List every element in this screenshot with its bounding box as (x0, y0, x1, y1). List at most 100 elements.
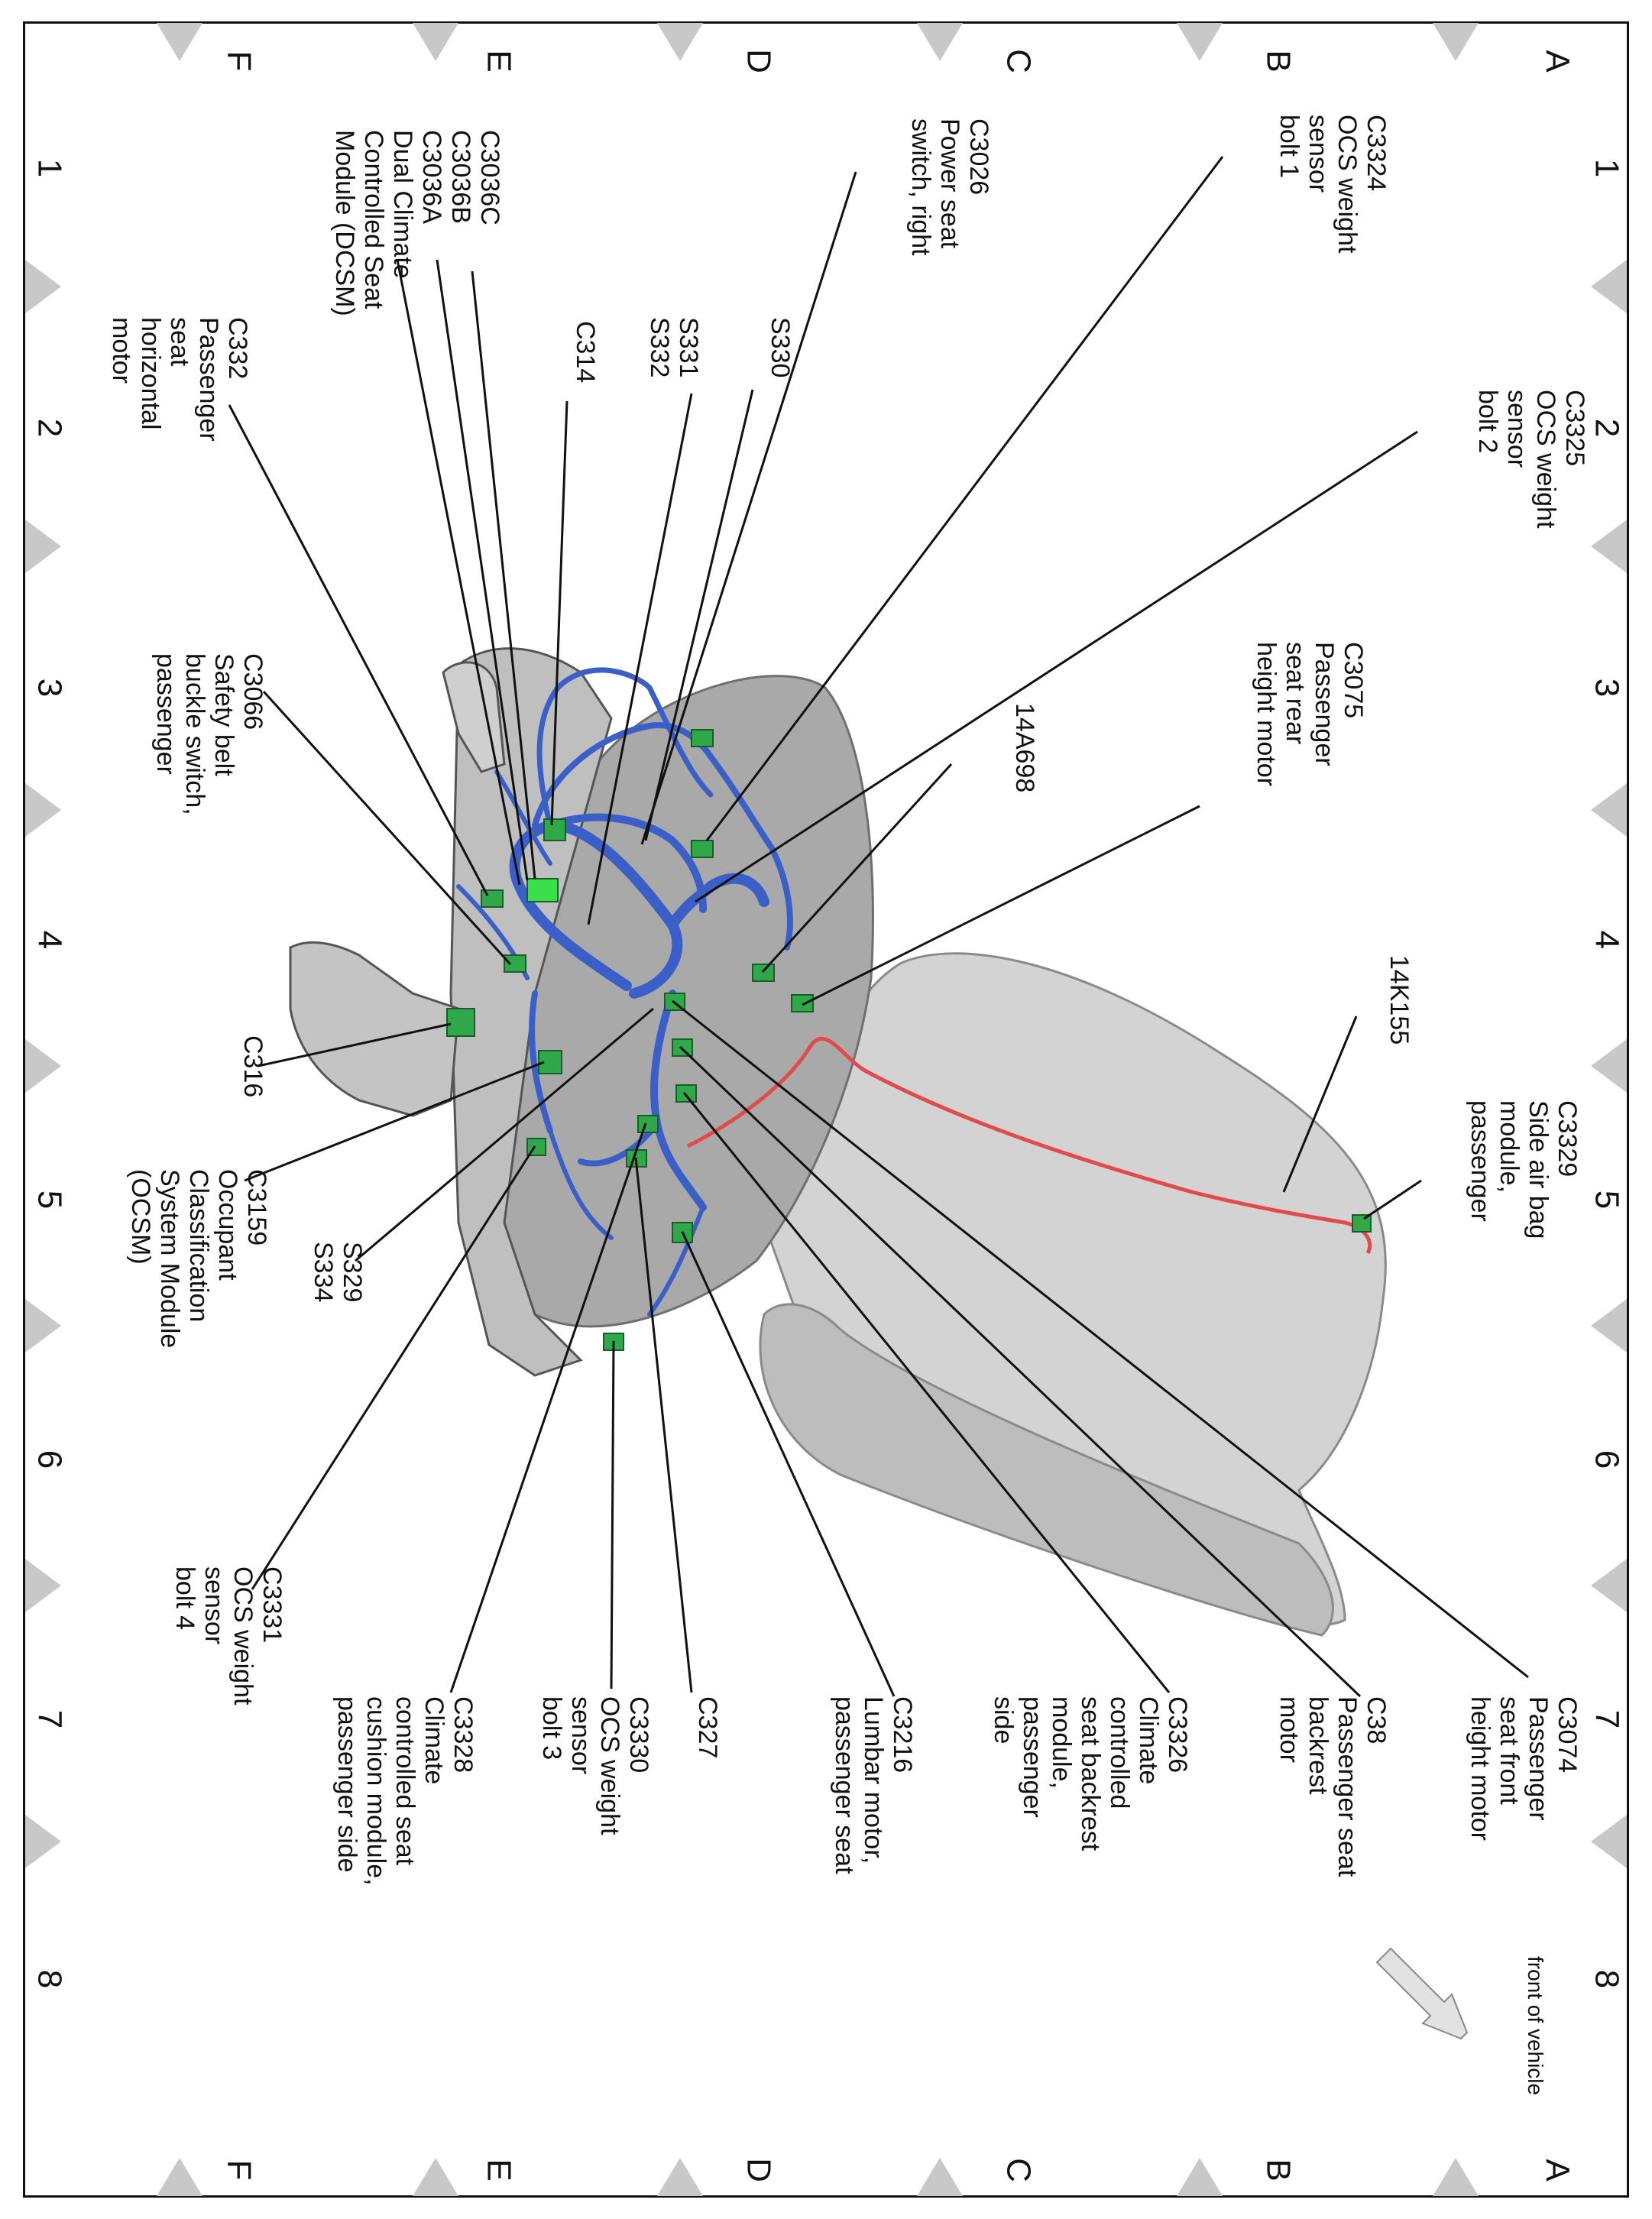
callout-line: C3324 (1362, 115, 1391, 191)
connector-c3036 (526, 878, 559, 902)
seat-frame-rail (289, 941, 460, 1117)
grid-row-label: B (1259, 50, 1297, 72)
grid-tick-right (1591, 1559, 1627, 1612)
grid-col-label: 7 (1588, 1710, 1625, 1728)
grid-row-label: A (1538, 2159, 1576, 2182)
seat-illustration (289, 647, 1387, 1637)
leader-c314 (550, 400, 568, 826)
callout-line: Passenger (194, 317, 223, 442)
callout-line: sensor (566, 1696, 595, 1774)
callout-line: C327 (693, 1696, 722, 1758)
callout-line: C3036B (446, 130, 475, 224)
callout-c327: C327 (693, 1696, 722, 1758)
callout-line: C3326 (1163, 1696, 1192, 1773)
leader-c3036b (436, 259, 529, 881)
leader-c3074 (672, 999, 1529, 1679)
grid-row-label: C (999, 49, 1037, 73)
grid-col-label: 8 (1588, 1970, 1625, 1988)
callout-line: seat backrest (1076, 1696, 1105, 1851)
callout-line: controlled seat (390, 1696, 419, 1866)
connector-c3329 (1352, 1214, 1372, 1233)
callout-line: bolt 1 (1275, 115, 1304, 178)
grid-tick-left (25, 1559, 61, 1612)
callout-line: C38 (1362, 1696, 1391, 1744)
callout-line: bolt 2 (1473, 390, 1502, 453)
leader-c3036c (471, 270, 536, 880)
callout-line: passenger (151, 653, 180, 775)
grid-col-label: 1 (31, 159, 68, 177)
callout-line: sensor (1502, 390, 1531, 468)
callout-line: C3075 (1339, 642, 1368, 718)
callout-line: OCS weight (1531, 390, 1560, 529)
callout-line: Classification (184, 1169, 213, 1322)
connector-c3325 (752, 964, 775, 982)
callout-line: C3331 (258, 1566, 287, 1643)
callout-line: motor (107, 317, 136, 384)
callout-c314: C314 (571, 321, 600, 383)
callout-n14k155: 14K155 (1385, 955, 1414, 1045)
callout-line: passenger (1018, 1696, 1047, 1818)
seat-cushion-bolster (759, 1303, 1334, 1637)
callout-line: buckle switch, (180, 653, 209, 815)
grid-tick-top (917, 23, 963, 61)
callout-line: OCS weight (228, 1566, 258, 1706)
callout-line: sensor (199, 1566, 228, 1644)
leader-s330 (644, 389, 754, 841)
grid-col-label: 2 (31, 419, 68, 437)
grid-tick-left (25, 260, 61, 313)
callout-line: bolt 3 (537, 1696, 566, 1760)
grid-col-label: 1 (1588, 159, 1625, 177)
grid-col-label: 5 (1588, 1190, 1625, 1209)
connector-c3324 (691, 840, 714, 858)
connector-c3066 (504, 954, 526, 973)
callout-line: Passenger (1524, 1696, 1553, 1821)
grid-tick-left (25, 783, 61, 837)
callout-line: C3328 (449, 1696, 478, 1773)
grid-tick-right (1591, 1039, 1627, 1093)
callout-line: C3329 (1553, 1100, 1582, 1177)
seat-frame-rear (442, 661, 506, 773)
leader-c327 (634, 1157, 693, 1693)
callout-line: C314 (571, 321, 600, 383)
grid-col-label: 6 (1588, 1450, 1625, 1469)
callout-line: S332 (645, 317, 674, 377)
callout-line: height motor (1466, 1696, 1495, 1841)
grid-col-label: 4 (31, 931, 68, 949)
grid-tick-right (1591, 1815, 1627, 1868)
leader-s331 (587, 393, 693, 925)
leader-c3036a (396, 259, 521, 886)
callout-line: seat (165, 317, 194, 367)
grid-tick-right (1591, 783, 1627, 837)
callout-line: (OCSM) (126, 1169, 155, 1265)
callout-line: Controlled Seat (359, 130, 388, 309)
callout-line: C3216 (888, 1696, 917, 1773)
callout-line: S331 (674, 317, 703, 377)
grid-tick-bottom (157, 2158, 202, 2196)
grid-row-label: F (220, 51, 258, 72)
front-of-vehicle-arrow (1375, 1947, 1469, 2040)
connector-c332 (481, 889, 504, 908)
leader-c3330 (610, 1340, 615, 1689)
callout-line: Safety belt (209, 653, 238, 776)
callout-line: S330 (766, 317, 795, 377)
grid-col-label: 5 (31, 1190, 68, 1209)
connector-s330 (691, 729, 714, 747)
callout-line: Occupant (213, 1169, 242, 1281)
callout-line: horizontal (136, 317, 165, 429)
callout-line: cushion module, (361, 1696, 390, 1886)
grid-tick-left (25, 1039, 61, 1093)
grid-tick-bottom (657, 2158, 703, 2196)
leader-c3328 (449, 1122, 647, 1693)
callout-line: Dual Climate (388, 130, 417, 279)
